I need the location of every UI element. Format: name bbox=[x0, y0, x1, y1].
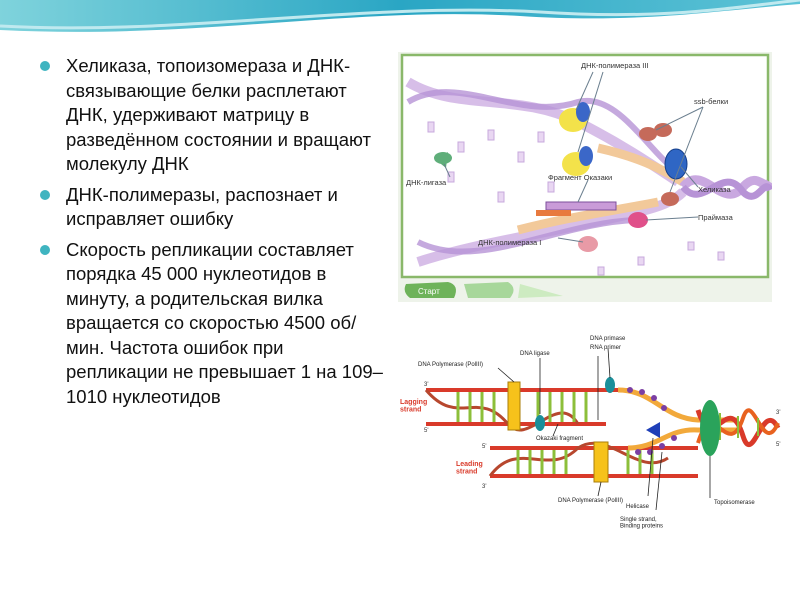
bullet-dot-icon bbox=[40, 61, 50, 71]
template-strand-bottom bbox=[627, 427, 738, 451]
dna-pol3-leading-icon bbox=[593, 441, 609, 483]
dna-parental-helix bbox=[679, 175, 772, 200]
replication-fork-diagram-en: DNA primase RNA primer DNA ligase DNA Po… bbox=[398, 328, 784, 540]
label-dna-pol3-bottom: DNA Polymerase (PolIII) bbox=[558, 498, 623, 504]
start-button[interactable]: Старт bbox=[404, 282, 456, 298]
ssb-protein-icon bbox=[661, 192, 679, 206]
dna-ligase-body-icon bbox=[434, 152, 452, 164]
ssb-protein-icon bbox=[654, 123, 672, 137]
rna-primer-shape bbox=[536, 210, 571, 216]
ssb-protein-icon bbox=[639, 127, 657, 141]
end-label: 3' bbox=[482, 484, 486, 490]
label-rna-primer: RNA primer bbox=[590, 345, 621, 351]
label-helicase: Helicase bbox=[626, 504, 650, 510]
helicase-icon bbox=[646, 422, 660, 438]
bullet-text: Хеликаза, топоизомераза и ДНК-связывающи… bbox=[66, 55, 371, 174]
label-okazaki: Фрагмент Оказаки bbox=[548, 173, 612, 182]
leader-lines bbox=[443, 71, 704, 243]
label-helicase: Хеликаза bbox=[698, 185, 731, 194]
bullet-dot-icon bbox=[40, 244, 50, 255]
end-label: 5' bbox=[424, 428, 428, 434]
secondary-button-leaf[interactable] bbox=[464, 282, 514, 298]
rna-primer-shape bbox=[592, 422, 606, 426]
label-dna-ligase: ДНК-лигаза bbox=[406, 178, 447, 187]
lagging-strand-dna bbox=[424, 388, 628, 432]
leader-lines bbox=[497, 347, 711, 511]
dna-pol3-lagging-icon bbox=[507, 381, 521, 431]
bullet-dot-icon bbox=[40, 189, 50, 200]
dna-pol3-clamp-icon bbox=[576, 102, 590, 122]
label-ssb: ssb-белки bbox=[694, 97, 728, 106]
topoisomerase-icon bbox=[700, 400, 720, 456]
label-primase: Праймаза bbox=[698, 213, 734, 222]
dna-pol3-clamp2-icon bbox=[579, 146, 593, 166]
end-label: 5' bbox=[482, 444, 486, 450]
label-okazaki: Okazaki fragment bbox=[536, 436, 583, 442]
dna-ligase-icon bbox=[535, 415, 545, 431]
helicase-icon bbox=[664, 148, 688, 180]
leaf-decoration bbox=[518, 284, 563, 298]
label-dna-pol3-top: DNA Polymerase (PolIII) bbox=[418, 362, 483, 368]
end-label: 3' bbox=[776, 410, 780, 416]
bullet-item-2: ДНК-полимеразы, распознает и исправляет … bbox=[40, 183, 385, 232]
label-topoisomerase: Topoisomerase bbox=[714, 500, 755, 506]
bullet-text: Скорость репликации составляет порядка 4… bbox=[66, 238, 383, 407]
label-ssb: Single strand,Binding proteins bbox=[620, 517, 663, 530]
label-dna-pol1: ДНК-полимераза I bbox=[478, 238, 541, 247]
primase-icon bbox=[628, 212, 648, 228]
free-nucleotides bbox=[427, 121, 725, 276]
dna-primase-icon bbox=[605, 377, 615, 393]
label-dna-primase: DNA primase bbox=[590, 336, 626, 342]
bullet-list: Хеликаза, топоизомераза и ДНК-связывающи… bbox=[40, 54, 385, 415]
end-label: 5' bbox=[776, 442, 780, 448]
label-dna-ligase: DNA ligase bbox=[520, 351, 550, 357]
dna-pol1-icon bbox=[578, 236, 598, 252]
header-wave-decoration bbox=[0, 0, 800, 42]
okazaki-fragment-shape bbox=[545, 201, 617, 211]
replication-fork-diagram-ru: ДНК-полимераза III ssb-белки ДНК-лигаза … bbox=[398, 52, 772, 302]
end-label: 3' bbox=[424, 382, 428, 388]
bullet-item-3: Скорость репликации составляет порядка 4… bbox=[40, 238, 385, 410]
label-dna-pol3: ДНК-полимераза III bbox=[581, 61, 649, 70]
bullet-text: ДНК-полимеразы, распознает и исправляет … bbox=[66, 183, 338, 230]
bullet-item-1: Хеликаза, топоизомераза и ДНК-связывающи… bbox=[40, 54, 385, 177]
start-button-label: Старт bbox=[418, 287, 440, 296]
ssb-proteins bbox=[627, 387, 677, 455]
